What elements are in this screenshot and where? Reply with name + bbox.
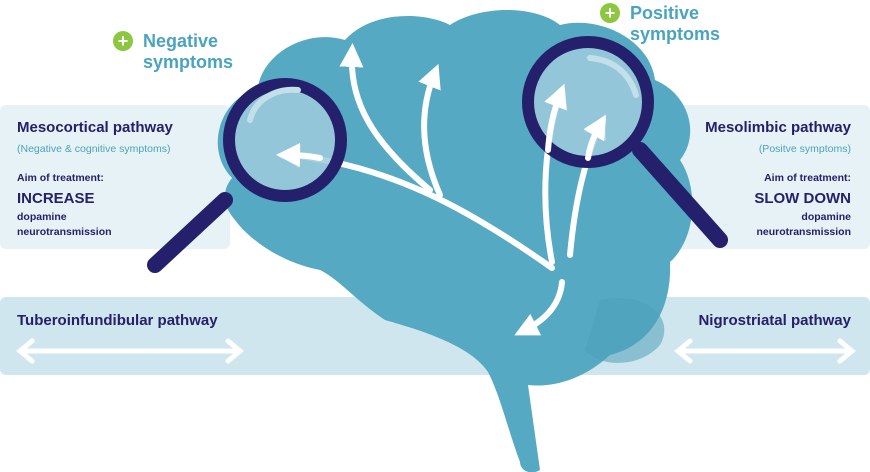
plus-icon: +	[113, 31, 133, 51]
tuberoinfundibular-title: Tuberoinfundibular pathway	[17, 312, 218, 329]
mesocortical-aim-value: INCREASE	[17, 190, 95, 207]
left-magnifier-icon	[147, 78, 347, 273]
positive-symptoms-label: Positive symptoms	[630, 3, 721, 44]
nigrostriatal-title: Nigrostriatal pathway	[698, 312, 851, 329]
nigro-double-arrow-icon	[674, 338, 856, 364]
mesolimbic-title: Mesolimbic pathway	[705, 119, 851, 136]
mesolimbic-aim-value: SLOW DOWN	[754, 190, 851, 207]
mesolimbic-aim-detail: dopamine neurotransmission	[756, 211, 851, 238]
mesocortical-aim-label: Aim of treatment:	[17, 172, 104, 184]
right-magnifier-icon	[522, 36, 728, 248]
mesolimbic-aim-label: Aim of treatment:	[764, 172, 851, 184]
mesocortical-subtitle: (Negative & cognitive symptoms)	[17, 143, 171, 155]
tubero-double-arrow-icon	[16, 338, 244, 364]
mesolimbic-subtitle: (Positve symptoms)	[758, 143, 851, 155]
negative-symptoms-label: Negative symptoms	[143, 31, 234, 72]
mesocortical-aim-detail: dopamine neurotransmission	[17, 211, 112, 238]
mesocortical-title: Mesocortical pathway	[17, 119, 173, 136]
plus-icon: +	[600, 3, 620, 23]
